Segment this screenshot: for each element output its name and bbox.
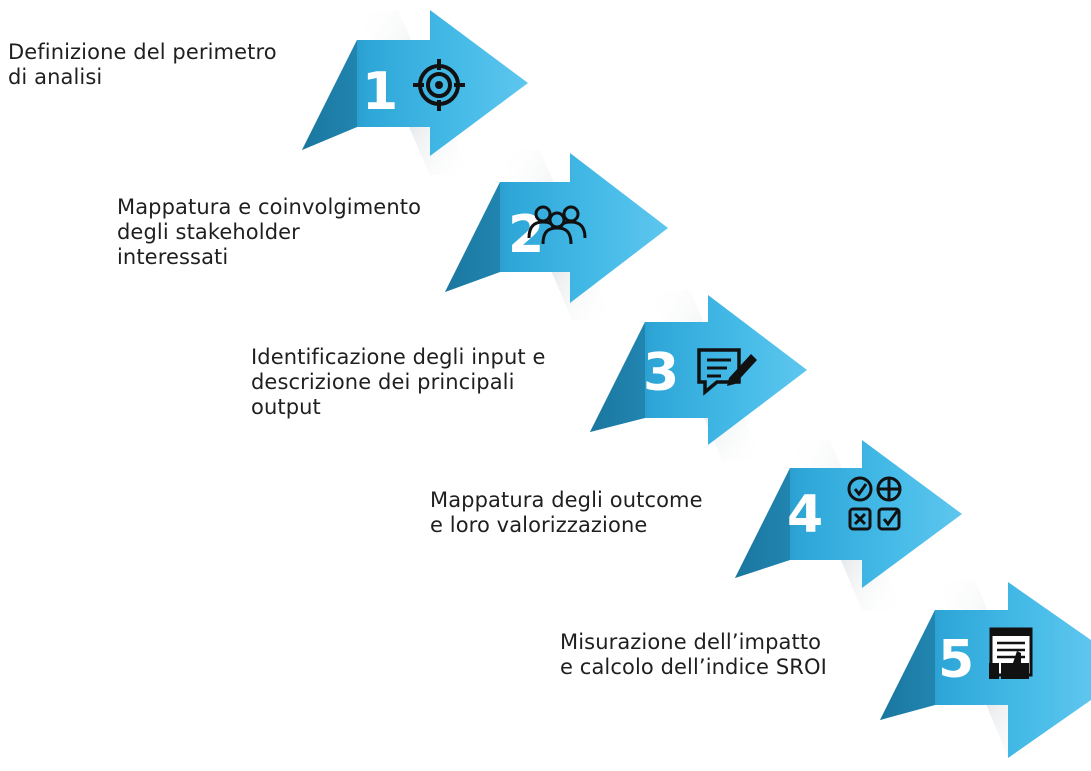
step-2-label-line-1: Mappatura e coinvolgimento	[117, 195, 422, 219]
step-2-number: 2	[508, 205, 544, 265]
report-thumbs-up-icon	[989, 627, 1033, 679]
step-5-label: Misurazione dell’impatto e calcolo dell’…	[560, 630, 827, 680]
step-4-label: Mappatura degli outcome e loro valorizza…	[430, 488, 703, 538]
check-box-icon	[877, 507, 901, 531]
step-1-number: 1	[362, 62, 398, 122]
step-2-label-line-2: degli stakeholder	[117, 220, 300, 244]
step-2-label: Mappatura e coinvolgimento degli stakeho…	[117, 195, 421, 270]
step-5-label-line-2: e calcolo dell’indice SROI	[560, 655, 827, 679]
step-4-number: 4	[787, 485, 823, 545]
step-1-label-line-1: Definizione del perimetro	[8, 40, 277, 64]
check-circle-icon	[847, 476, 873, 502]
step-1-label: Definizione del perimetro di analisi	[8, 40, 277, 90]
step-5-label-line-1: Misurazione dell’impatto	[560, 630, 822, 654]
step-5-arrow-cut	[880, 610, 935, 720]
step-4-label-line-1: Mappatura degli outcome	[430, 488, 703, 512]
document-edit-icon	[697, 348, 757, 396]
step-1-label-line-2: di analisi	[8, 65, 103, 89]
step-3-label: Identificazione degli input e descrizion…	[251, 345, 546, 420]
step-1-arrow-cut	[302, 40, 357, 150]
step-4: 4	[735, 440, 962, 610]
step-2-arrow-cut	[445, 182, 500, 292]
step-4-arrow-cut	[735, 468, 790, 578]
step-3-number: 3	[643, 343, 679, 403]
target-icon	[413, 59, 465, 111]
checklist-icons	[847, 476, 902, 531]
x-box-icon	[848, 507, 872, 531]
step-1: 1	[302, 10, 528, 175]
step-3-arrow-cut	[590, 322, 645, 432]
step-2-label-line-3: interessati	[117, 245, 229, 269]
step-5-number: 5	[938, 630, 974, 690]
step-4-label-line-2: e loro valorizzazione	[430, 513, 648, 537]
step-5: 5	[880, 580, 1091, 758]
step-3-label-line-1: Identificazione degli input e	[251, 345, 546, 369]
step-3-label-line-3: output	[251, 395, 321, 419]
people-group-icon	[527, 205, 587, 245]
plus-circle-icon	[876, 476, 902, 502]
step-2: 2	[445, 150, 668, 320]
step-3-label-line-2: descrizione dei principali	[251, 370, 515, 394]
step-3: 3	[590, 290, 807, 460]
